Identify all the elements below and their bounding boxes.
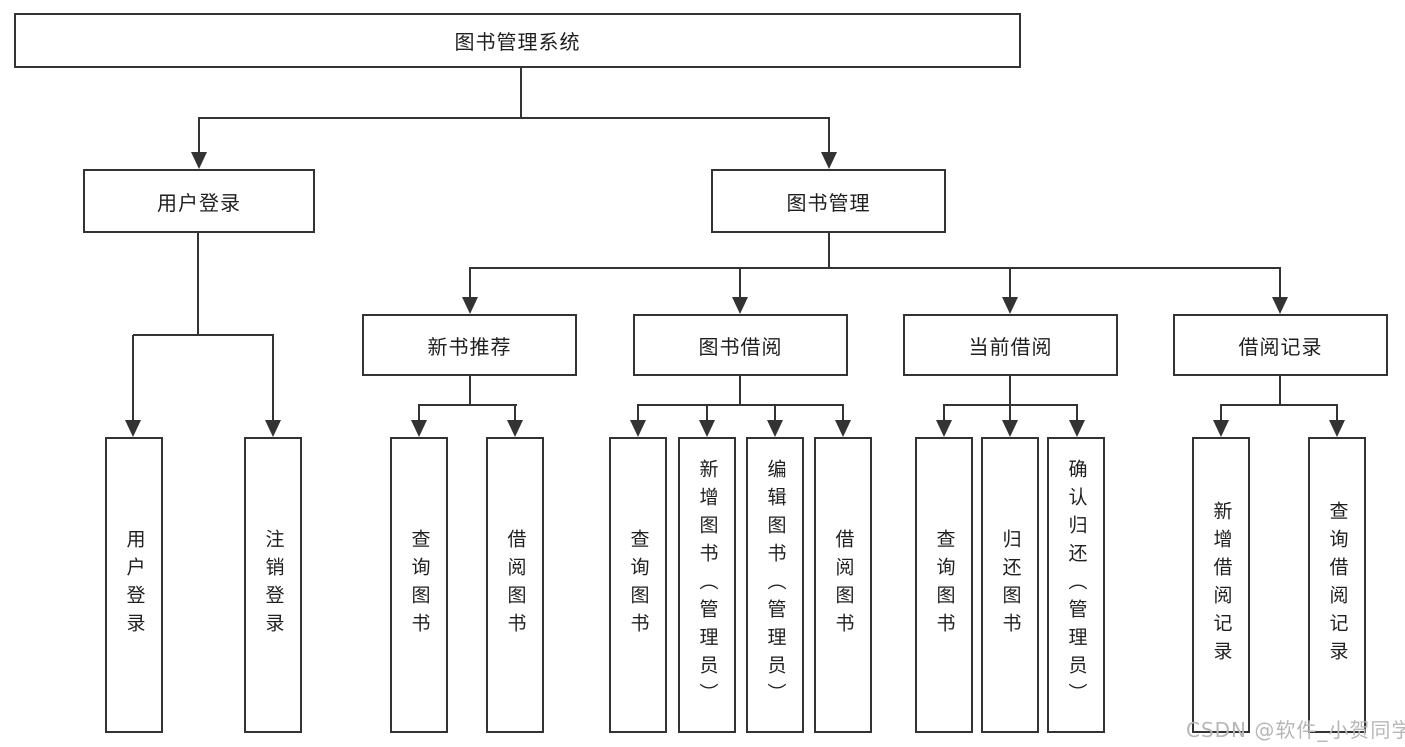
connector-line: [133, 334, 274, 336]
node-current-borrow: 当前借阅: [903, 314, 1118, 376]
leaf-query-book-1-label: 查询图书: [408, 529, 431, 641]
leaf-add-borrow-record-label: 新增借阅记录: [1210, 501, 1233, 669]
connector-line: [739, 376, 741, 405]
connector-line: [1009, 376, 1011, 405]
leaf-logout-label: 注销登录: [262, 529, 285, 641]
connector-line: [418, 404, 517, 406]
leaf-query-book-3: 查询图书: [915, 437, 973, 733]
leaf-confirm-return-admin-label: 确认归还（管理员）: [1065, 459, 1088, 711]
node-user-login: 用户登录: [83, 169, 315, 233]
connector-arrow-down: [462, 268, 478, 314]
connector-arrow-down: [835, 405, 851, 437]
leaf-edit-book-admin-label: 编辑图书（管理员）: [764, 459, 787, 711]
leaf-borrow-book-1: 借阅图书: [486, 437, 544, 733]
connector-arrow-down: [1069, 405, 1085, 437]
leaf-query-borrow-record: 查询借阅记录: [1308, 437, 1366, 733]
connector-line: [637, 404, 844, 406]
node-current-borrow-label: 当前借阅: [968, 334, 1053, 359]
leaf-user-login-label: 用户登录: [123, 529, 146, 641]
connector-arrow-down: [265, 335, 281, 437]
leaf-return-book: 归还图书: [981, 437, 1039, 733]
connector-arrow-down: [630, 405, 646, 437]
connector-arrow-down: [125, 335, 141, 437]
leaf-logout: 注销登录: [244, 437, 302, 733]
leaf-add-borrow-record: 新增借阅记录: [1192, 437, 1250, 733]
node-new-book-recommend-label: 新书推荐: [427, 334, 512, 359]
connector-line: [1279, 376, 1281, 405]
connector-line: [469, 267, 1281, 269]
leaf-query-borrow-record-label: 查询借阅记录: [1326, 501, 1349, 669]
leaf-confirm-return-admin: 确认归还（管理员）: [1047, 437, 1105, 733]
node-user-login-label: 用户登录: [157, 190, 241, 215]
connector-arrow-down: [936, 405, 952, 437]
connector-arrow-down: [1213, 405, 1229, 437]
leaf-query-book-1: 查询图书: [390, 437, 448, 733]
connector-arrow-down: [1272, 268, 1288, 314]
node-borrow-records: 借阅记录: [1173, 314, 1388, 376]
connector-arrow-down: [732, 268, 748, 314]
connector-arrow-down: [1002, 405, 1018, 437]
leaf-borrow-book-1-label: 借阅图书: [504, 529, 527, 641]
connector-line: [197, 233, 199, 335]
connector-arrow-down: [1002, 268, 1018, 314]
connector-arrow-down: [821, 118, 837, 169]
leaf-return-book-label: 归还图书: [999, 529, 1022, 641]
connector-line: [828, 233, 830, 269]
node-new-book-recommend: 新书推荐: [362, 314, 577, 376]
connector-line: [1220, 404, 1338, 406]
connector-arrow-down: [507, 405, 523, 437]
node-book-borrow: 图书借阅: [633, 314, 848, 376]
csdn-watermark: CSDN @软件_小贺同学: [1186, 718, 1405, 742]
leaf-user-login: 用户登录: [105, 437, 163, 733]
leaf-borrow-book-2-label: 借阅图书: [832, 529, 855, 641]
connector-arrow-down: [191, 118, 207, 169]
connector-arrow-down: [1329, 405, 1345, 437]
leaf-borrow-book-2: 借阅图书: [814, 437, 872, 733]
connector-line: [469, 376, 471, 405]
node-borrow-records-label: 借阅记录: [1238, 334, 1323, 359]
leaf-query-book-3-label: 查询图书: [933, 529, 956, 641]
node-root: 图书管理系统: [14, 13, 1021, 68]
node-book-manage: 图书管理: [711, 169, 946, 233]
node-book-borrow-label: 图书借阅: [698, 334, 783, 359]
connector-line: [520, 68, 522, 118]
leaf-add-book-admin-label: 新增图书（管理员）: [696, 459, 719, 711]
connector-line: [198, 117, 830, 119]
connector-arrow-down: [767, 405, 783, 437]
leaf-edit-book-admin: 编辑图书（管理员）: [746, 437, 804, 733]
leaf-query-book-2-label: 查询图书: [627, 529, 650, 641]
node-root-label: 图书管理系统: [454, 30, 581, 54]
leaf-add-book-admin: 新增图书（管理员）: [678, 437, 736, 733]
connector-arrow-down: [411, 405, 427, 437]
connector-arrow-down: [699, 405, 715, 437]
leaf-query-book-2: 查询图书: [609, 437, 667, 733]
node-book-manage-label: 图书管理: [786, 190, 871, 215]
